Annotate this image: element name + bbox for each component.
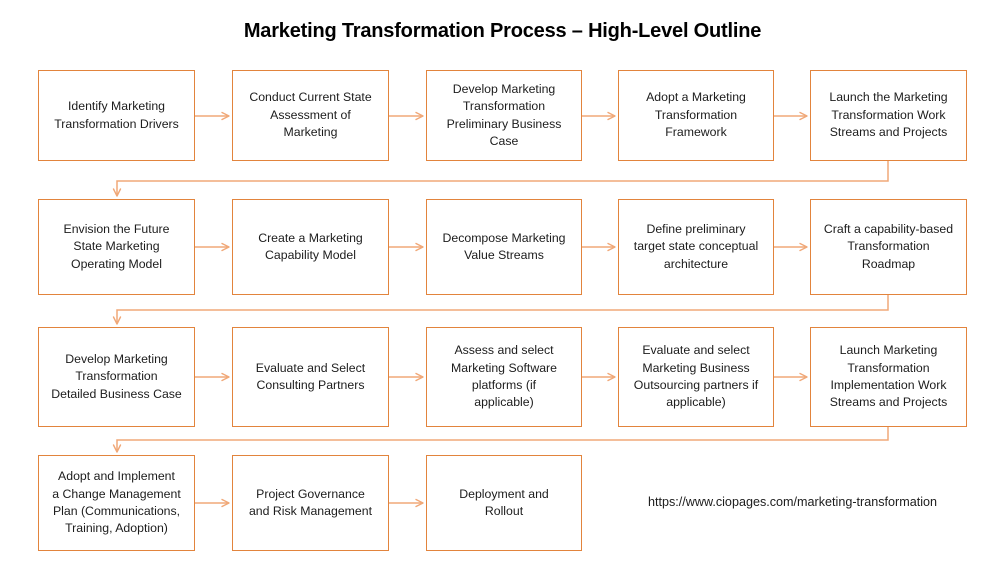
process-step-12[interactable]: Evaluate and Select Consulting Partners — [232, 327, 389, 427]
process-step-14[interactable]: Evaluate and select Marketing Business O… — [618, 327, 774, 427]
process-step-1[interactable]: Identify Marketing Transformation Driver… — [38, 70, 195, 161]
process-step-3[interactable]: Develop Marketing Transformation Prelimi… — [426, 70, 582, 161]
wrap-arrow-5-6 — [112, 161, 889, 197]
process-step-label: Craft a capability-based Transformation … — [823, 221, 954, 271]
process-step-label: Evaluate and Select Consulting Partners — [255, 360, 366, 392]
process-step-label: Identify Marketing Transformation Driver… — [54, 99, 179, 131]
wrap-arrow-15-16 — [112, 427, 889, 453]
process-step-label: Conduct Current State Assessment of Mark… — [249, 90, 372, 140]
process-step-label: Adopt and Implement a Change Management … — [52, 469, 181, 536]
process-step-label: Adopt a Marketing Transformation Framewo… — [646, 90, 746, 140]
process-step-13[interactable]: Assess and select Marketing Software pla… — [426, 327, 582, 427]
process-step-label: Develop Marketing Transformation Detaile… — [51, 351, 182, 401]
process-step-18[interactable]: Deployment and Rollout — [426, 455, 582, 551]
process-step-label: Launch Marketing Transformation Implemen… — [829, 343, 948, 410]
process-step-label: Define preliminary target state conceptu… — [633, 221, 759, 271]
process-step-label: Decompose Marketing Value Streams — [442, 230, 566, 262]
process-step-label: Evaluate and select Marketing Business O… — [633, 343, 759, 410]
process-step-7[interactable]: Create a Marketing Capability Model — [232, 199, 389, 295]
process-step-11[interactable]: Develop Marketing Transformation Detaile… — [38, 327, 195, 427]
process-step-9[interactable]: Define preliminary target state conceptu… — [618, 199, 774, 295]
process-step-17[interactable]: Project Governance and Risk Management — [232, 455, 389, 551]
process-step-4[interactable]: Adopt a Marketing Transformation Framewo… — [618, 70, 774, 161]
process-step-10[interactable]: Craft a capability-based Transformation … — [810, 199, 967, 295]
process-step-label: Assess and select Marketing Software pla… — [451, 343, 557, 410]
source-url-caption: https://www.ciopages.com/marketing-trans… — [647, 495, 938, 509]
process-step-16[interactable]: Adopt and Implement a Change Management … — [38, 455, 195, 551]
process-step-label: Deployment and Rollout — [459, 486, 549, 518]
process-step-6[interactable]: Envision the Future State Marketing Oper… — [38, 199, 195, 295]
page-title: Marketing Transformation Process – High-… — [243, 20, 762, 42]
process-step-label: Create a Marketing Capability Model — [258, 230, 363, 262]
process-step-15[interactable]: Launch Marketing Transformation Implemen… — [810, 327, 967, 427]
process-step-label: Project Governance and Risk Management — [248, 486, 373, 518]
process-step-8[interactable]: Decompose Marketing Value Streams — [426, 199, 582, 295]
wrap-arrow-10-11 — [112, 295, 889, 325]
process-step-2[interactable]: Conduct Current State Assessment of Mark… — [232, 70, 389, 161]
process-step-label: Develop Marketing Transformation Prelimi… — [446, 81, 562, 148]
process-step-5[interactable]: Launch the Marketing Transformation Work… — [810, 70, 967, 161]
process-step-label: Launch the Marketing Transformation Work… — [829, 90, 948, 140]
process-step-label: Envision the Future State Marketing Oper… — [63, 221, 170, 271]
